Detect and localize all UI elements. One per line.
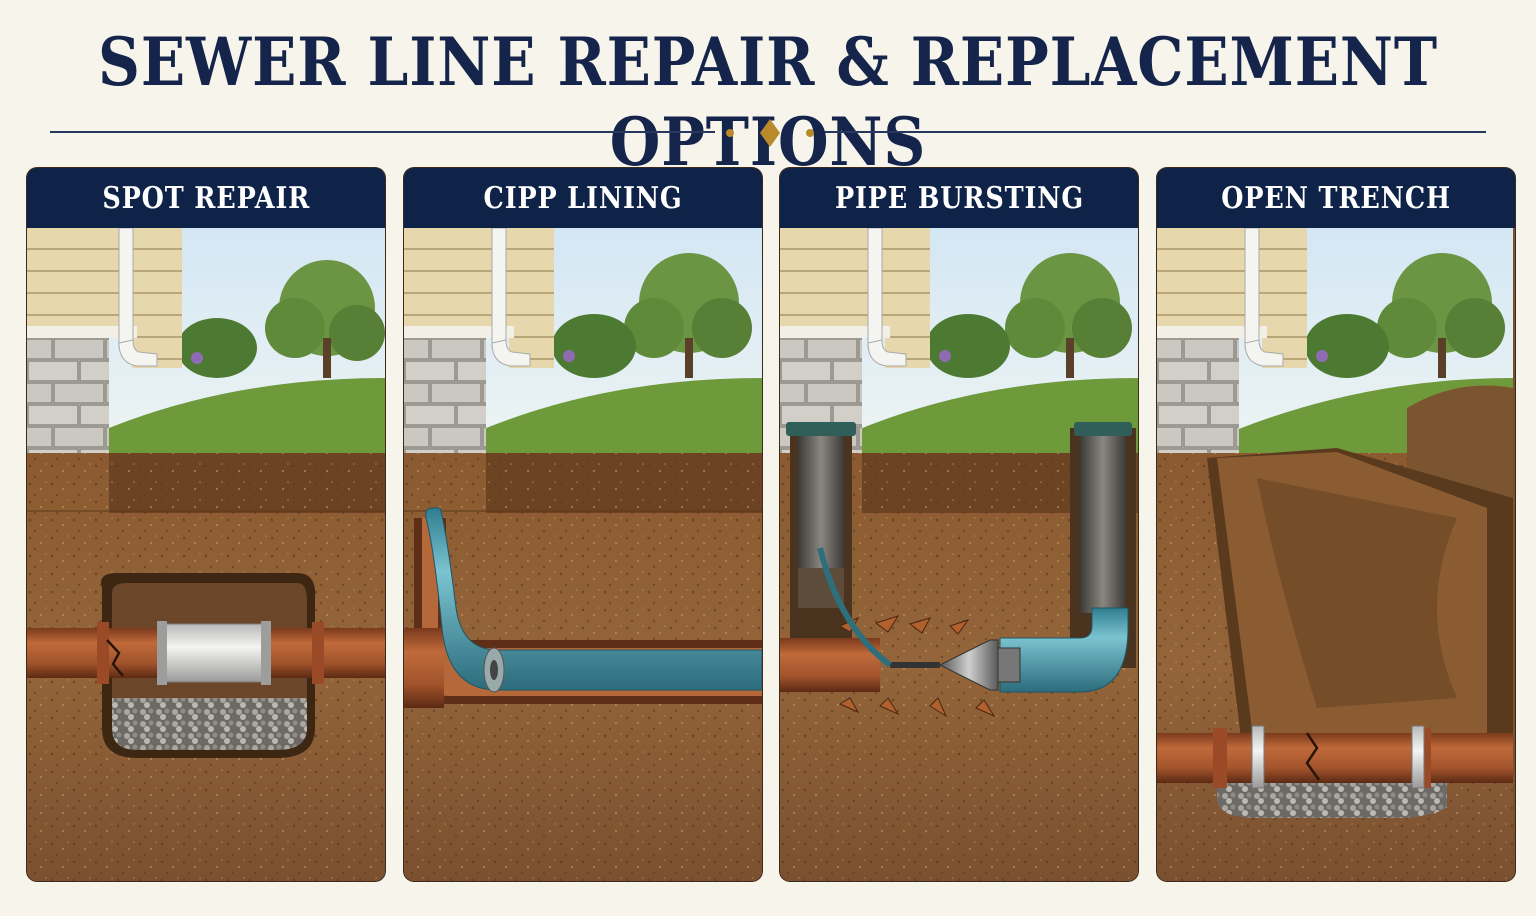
downspout-icon: [118, 228, 158, 367]
panel-heading: SPOT REPAIR: [27, 168, 385, 228]
pipe-icon: [780, 638, 880, 692]
divider-ornament-icon: [726, 119, 814, 147]
downspout-icon: [491, 228, 531, 367]
liner-icon: [425, 507, 762, 693]
trench: [1207, 385, 1513, 788]
tree-icon: [1005, 253, 1132, 378]
access-pit-left: [786, 422, 856, 668]
tree-icon: [265, 260, 385, 378]
pipe-icon: [1157, 728, 1513, 788]
page-title: SEWER LINE REPAIR & REPLACEMENT OPTIONS: [98, 23, 1438, 181]
panel-spot-repair: SPOT REPAIR: [27, 168, 385, 881]
panel-heading-label: OPEN TRENCH: [1221, 180, 1451, 216]
panel-heading-label: SPOT REPAIR: [102, 180, 310, 216]
new-pipe: [999, 607, 1129, 693]
panel-heading-label: CIPP LINING: [483, 180, 683, 216]
shrub-icon: [1305, 314, 1389, 378]
title-divider-left: [50, 131, 715, 133]
panel-heading: PIPE BURSTING: [780, 168, 1138, 228]
panel-pipe-bursting: PIPE BURSTING: [780, 168, 1138, 881]
panel-open-trench: OPEN TRENCH: [1157, 168, 1515, 881]
title-divider-right: [825, 131, 1486, 133]
shrub-icon: [177, 318, 257, 378]
spot-repair-illustration: [27, 228, 385, 881]
coupling-icon: [157, 621, 271, 685]
bursting-head-icon: [817, 547, 1021, 691]
coupling-icon: [1251, 725, 1425, 789]
tree-icon: [624, 253, 752, 378]
panel-heading: OPEN TRENCH: [1157, 168, 1515, 228]
downspout-icon: [867, 228, 907, 367]
cipp-lining-illustration: [404, 228, 762, 881]
shrub-icon: [926, 314, 1010, 378]
pipe-bursting-illustration: [780, 228, 1138, 881]
downspout-icon: [1244, 228, 1284, 367]
tree-icon: [1377, 253, 1505, 378]
panel-cipp-lining: CIPP LINING: [404, 168, 762, 881]
access-pit-right: [1070, 422, 1136, 668]
panel-heading: CIPP LINING: [404, 168, 762, 228]
open-trench-illustration: [1157, 228, 1513, 881]
panel-heading-label: PIPE BURSTING: [834, 180, 1084, 216]
shrub-icon: [552, 314, 636, 378]
